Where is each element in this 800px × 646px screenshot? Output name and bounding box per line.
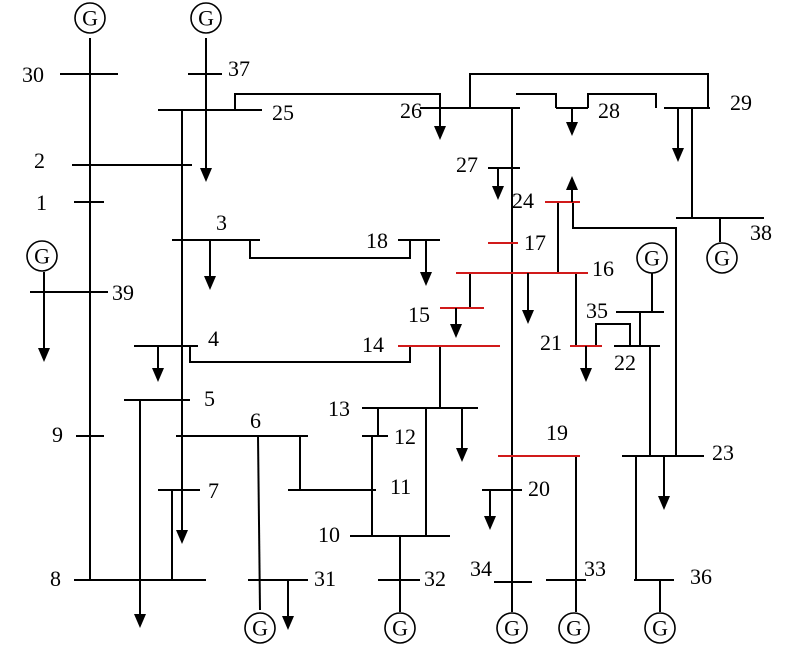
generator-icon: G — [644, 612, 676, 644]
bus-label-35: 35 — [586, 298, 608, 323]
load-arrow-icon — [434, 126, 446, 140]
bus-bars — [30, 73, 764, 583]
generator-icon: G — [190, 2, 222, 34]
load-arrow-icon — [200, 168, 212, 182]
load-arrow-icon — [672, 148, 684, 162]
bus-label-33: 33 — [584, 556, 606, 581]
svg-text:G: G — [252, 616, 268, 641]
bus-label-3: 3 — [216, 210, 227, 235]
bus-label-21: 21 — [540, 330, 562, 355]
load-arrow-icon — [134, 614, 146, 628]
bus-label-16: 16 — [592, 256, 614, 281]
bus-label-29: 29 — [730, 90, 752, 115]
bus-label-17: 17 — [524, 230, 546, 255]
bus-label-36: 36 — [690, 564, 712, 589]
load-arrow-icon — [566, 176, 578, 190]
bus-label-14: 14 — [362, 332, 384, 357]
bus-label-1: 1 — [36, 190, 47, 215]
load-arrow-icon — [522, 310, 534, 324]
generator-icon: G — [636, 242, 668, 274]
bus-label-34: 34 — [470, 556, 492, 581]
bus-label-26: 26 — [400, 98, 422, 123]
svg-text:G: G — [392, 616, 408, 641]
load-arrow-icon — [456, 448, 468, 462]
bus-label-18: 18 — [366, 228, 388, 253]
load-arrow-icon — [38, 348, 50, 362]
bus-label-5: 5 — [204, 386, 215, 411]
bus-label-25: 25 — [272, 100, 294, 125]
bus-label-31: 31 — [314, 566, 336, 591]
load-arrow-icon — [282, 616, 294, 630]
svg-text:G: G — [198, 6, 214, 31]
bus-label-20: 20 — [528, 476, 550, 501]
load-arrow-icon — [176, 530, 188, 544]
svg-text:G: G — [34, 244, 50, 269]
load-arrow-icon — [580, 368, 592, 382]
bus-label-39: 39 — [112, 280, 134, 305]
bus-label-27: 27 — [456, 152, 478, 177]
load-arrows — [38, 108, 684, 630]
svg-text:G: G — [504, 616, 520, 641]
load-arrow-icon — [658, 496, 670, 510]
svg-text:G: G — [82, 6, 98, 31]
bus-label-2: 2 — [34, 148, 45, 173]
bus-label-13: 13 — [328, 396, 350, 421]
bus-labels: 30 37 25 26 28 29 2 27 1 24 3 38 18 17 1… — [22, 56, 772, 591]
generator-icon: G — [496, 612, 528, 644]
load-arrow-icon — [204, 276, 216, 290]
generator-icon: G — [74, 2, 106, 34]
generator-icon: G — [706, 242, 738, 274]
generator-icon: G — [384, 612, 416, 644]
bus-label-23: 23 — [712, 440, 734, 465]
transmission-lines — [43, 38, 721, 618]
generator-icon: G — [26, 240, 58, 272]
load-arrow-icon — [566, 122, 578, 136]
svg-text:G: G — [652, 616, 668, 641]
bus-label-9: 9 — [52, 422, 63, 447]
bus-label-12: 12 — [394, 424, 416, 449]
bus-label-15: 15 — [408, 302, 430, 327]
load-arrow-icon — [450, 324, 462, 338]
bus-label-10: 10 — [318, 522, 340, 547]
generator-icon: G — [558, 612, 590, 644]
bus-label-7: 7 — [208, 478, 219, 503]
bus-label-11: 11 — [390, 474, 411, 499]
bus-label-6: 6 — [250, 408, 261, 433]
bus-label-38: 38 — [750, 220, 772, 245]
bus-label-37: 37 — [228, 56, 250, 81]
bus-label-32: 32 — [424, 566, 446, 591]
load-arrow-icon — [420, 272, 432, 286]
bus-label-28: 28 — [598, 98, 620, 123]
load-arrow-icon — [152, 368, 164, 382]
svg-text:G: G — [566, 616, 582, 641]
bus-label-24: 24 — [512, 188, 534, 213]
generator-icon: G — [244, 612, 276, 644]
svg-text:G: G — [714, 246, 730, 271]
svg-text:G: G — [644, 246, 660, 271]
bus-label-19: 19 — [546, 420, 568, 445]
generators: G G G G G G G G G G — [26, 2, 738, 644]
bus-label-30: 30 — [22, 62, 44, 87]
bus-label-4: 4 — [208, 326, 219, 351]
bus-label-8: 8 — [50, 566, 61, 591]
load-arrow-icon — [484, 516, 496, 530]
bus-label-22: 22 — [614, 350, 636, 375]
load-arrow-icon — [492, 186, 504, 200]
